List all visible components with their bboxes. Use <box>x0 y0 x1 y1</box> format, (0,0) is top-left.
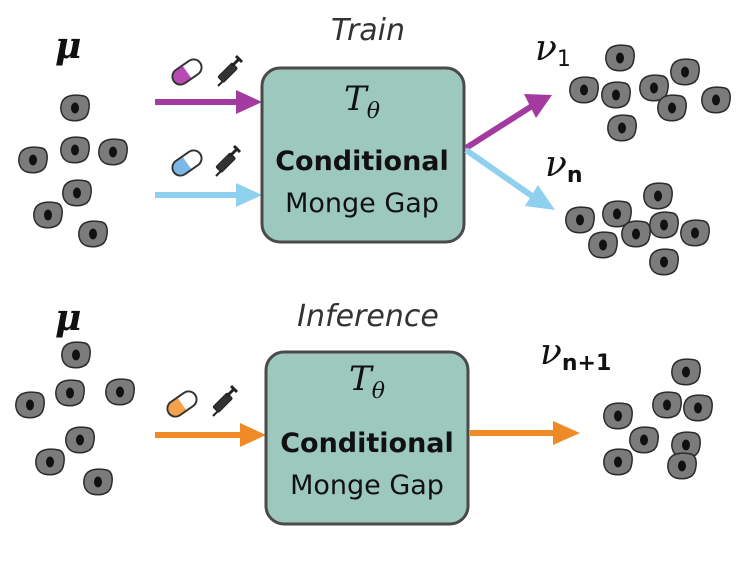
cell <box>657 94 687 122</box>
cell <box>65 426 95 454</box>
train-targetn-sub: n <box>567 163 583 188</box>
cell <box>603 402 633 430</box>
cell <box>680 219 710 247</box>
cell <box>55 379 85 407</box>
cell <box>60 94 90 122</box>
inference-source-cells <box>15 341 135 496</box>
inference-box-line2: Monge Gap <box>290 470 444 501</box>
blue-arrow-out <box>464 147 555 210</box>
inference-box-math: T <box>349 359 374 399</box>
train-box-math-sub: θ <box>367 99 380 124</box>
cell <box>569 76 599 104</box>
inference-target-cells <box>603 358 713 480</box>
svg-text:νn: νn <box>545 144 583 188</box>
svg-text:νn+1: νn+1 <box>540 332 611 376</box>
pill-purple-icon <box>171 58 203 86</box>
svg-text:ν1: ν1 <box>535 28 571 72</box>
cell <box>605 44 635 72</box>
train-target1-sub: 1 <box>557 47 571 72</box>
cell <box>78 220 108 248</box>
orange-arrow-in <box>155 423 266 447</box>
blue-arrow-in <box>155 183 262 207</box>
train-targetn-cells <box>565 182 710 276</box>
cell <box>98 138 128 166</box>
purple-arrow-out <box>464 94 552 151</box>
train-targetn-label: ν <box>545 144 567 185</box>
svg-text:Tθ: Tθ <box>349 359 385 404</box>
cell <box>629 426 659 454</box>
syringe-icon <box>216 54 244 88</box>
syringe-icon <box>214 144 242 178</box>
train-model-box: Tθ Conditional Monge Gap <box>260 66 466 244</box>
train-box-line1: Conditional <box>275 146 449 177</box>
cell <box>15 391 45 419</box>
inference-title: Inference <box>297 299 439 334</box>
cell <box>565 206 595 234</box>
cell <box>670 58 700 86</box>
cell <box>649 248 679 276</box>
svg-text:Tθ: Tθ <box>344 79 380 124</box>
orange-arrow-out <box>470 421 580 445</box>
inference-target-label: ν <box>540 332 562 373</box>
cell <box>60 136 90 164</box>
train-box-line2: Monge Gap <box>285 188 439 219</box>
cell <box>33 201 63 229</box>
inference-model-box: Tθ Conditional Monge Gap <box>264 350 470 526</box>
cell <box>621 220 651 248</box>
cell <box>18 146 48 174</box>
cell <box>701 86 731 114</box>
cell <box>667 452 697 480</box>
cell <box>61 341 91 369</box>
inference-source-label: μ <box>55 297 81 339</box>
cell <box>83 468 113 496</box>
cell <box>652 391 682 419</box>
cell <box>62 179 92 207</box>
inference-target-sub: n+1 <box>562 351 611 376</box>
train-title: Train <box>331 13 405 48</box>
train-target1-label: ν <box>535 28 557 69</box>
cell <box>671 358 701 386</box>
inference-box-line1: Conditional <box>280 428 454 459</box>
cell <box>588 231 618 259</box>
train-source-cells <box>18 94 128 248</box>
cell <box>35 448 65 476</box>
cell <box>683 394 713 422</box>
cell <box>607 114 637 142</box>
cell <box>601 81 631 109</box>
cell <box>649 211 679 239</box>
cell <box>643 182 673 210</box>
train-box-math: T <box>344 79 369 119</box>
cell <box>105 378 135 406</box>
train-target1-cells <box>569 44 731 142</box>
cell <box>603 448 633 476</box>
inference-box-math-sub: θ <box>372 379 385 404</box>
pill-blue-icon <box>171 149 203 177</box>
pill-orange-icon <box>166 390 198 418</box>
purple-arrow-in <box>155 90 262 114</box>
train-source-label: μ <box>55 25 81 67</box>
syringe-icon <box>211 384 239 418</box>
